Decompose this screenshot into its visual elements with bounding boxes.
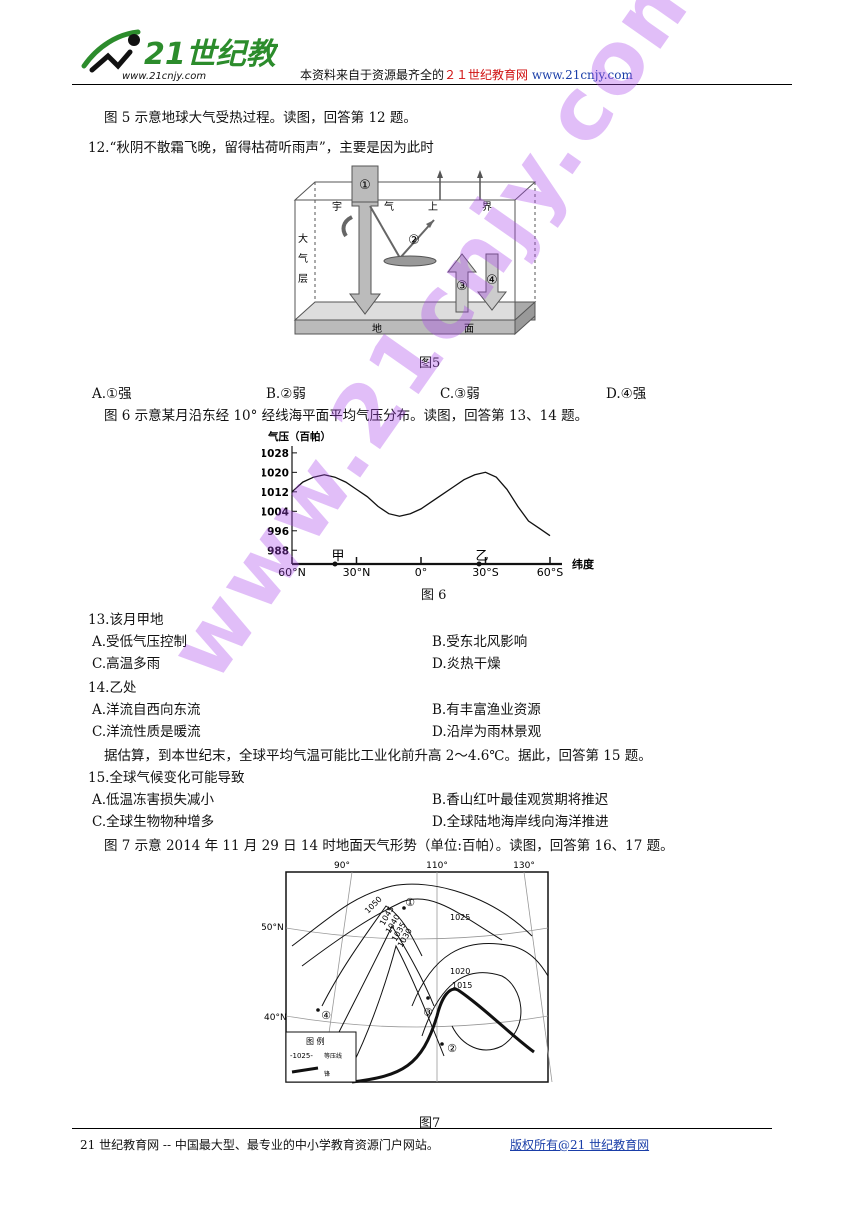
map-legend (285, 1031, 357, 1083)
q13-14-intro: 图 6 示意某月沿东经 10° 经线海平面平均气压分布。读图，回答第 13、14… (104, 408, 589, 424)
q12-option-d[interactable]: D.④强 (606, 386, 647, 402)
q13-option-b[interactable]: B.受东北风影响 (432, 634, 528, 650)
y-tick-label-996: 996 (267, 526, 289, 538)
header-source-prefix: 本资料来自于资源最齐全的 (300, 68, 445, 82)
q12-intro: 图 5 示意地球大气受热过程。读图，回答第 12 题。 (104, 110, 417, 126)
map-marker-4: ④ (321, 1009, 331, 1022)
q15-stem: 15.全球气候变化可能导致 (88, 770, 245, 786)
x-tick-label-4: 60°S (537, 566, 563, 579)
q13-stem: 13.该月甲地 (88, 612, 164, 628)
side-label-3: 层 (298, 273, 308, 285)
y-tick-label-1012: 1012 (262, 487, 289, 499)
chart-ylabel: 气压（百帕） (267, 430, 331, 443)
footer-divider (72, 1128, 772, 1129)
legend-isobar: -1025- (290, 1052, 313, 1060)
chart-xlabel: 纬度 (572, 557, 595, 571)
footer-text: 21 世纪教育网 -- 中国最大型、最专业的中小学教育资源门户网站。 (80, 1138, 439, 1152)
q14-option-c[interactable]: C.洋流性质是暖流 (92, 724, 201, 740)
figure-6-caption: 图 6 (421, 588, 447, 603)
lon-label-90: 90° (334, 861, 350, 871)
legend-isobar-label: 等压线 (324, 1052, 342, 1060)
y-tick-label-1020: 1020 (262, 467, 289, 479)
top-char-4: 界 (482, 201, 492, 213)
y-tick-label-1004: 1004 (262, 506, 289, 518)
map-marker-1: ① (405, 896, 415, 909)
y-tick-label-1028: 1028 (262, 448, 289, 460)
q12-option-a[interactable]: A.①强 (92, 386, 132, 402)
isobar-1025: 1025 (450, 913, 470, 922)
marker-1: ① (359, 178, 371, 193)
q14-option-d[interactable]: D.沿岸为雨林景观 (432, 724, 542, 740)
header-source-url[interactable]: www.21cnjy.com (531, 68, 633, 82)
map-marker-3: ③ (423, 1006, 433, 1019)
header-divider (72, 84, 792, 85)
x-tick-label-1: 30°N (343, 566, 371, 579)
q16-17-intro: 图 7 示意 2014 年 11 月 29 日 14 时地面天气形势（单位:百帕… (104, 838, 674, 854)
x-tick-label-2: 0° (415, 566, 428, 579)
logo-text: 21世纪教育 (144, 37, 278, 72)
logo-url: www.21cnjy.com (122, 71, 206, 82)
legend-front-label: 锋 (324, 1070, 330, 1078)
header-source-name[interactable]: ２１世纪教育网 (444, 68, 529, 82)
q12-option-b[interactable]: B.②弱 (266, 386, 306, 402)
lon-label-110: 110° (426, 861, 448, 871)
q14-option-a[interactable]: A.洋流自西向东流 (92, 702, 201, 718)
x-tick-label-3: 30°S (472, 566, 498, 579)
figure-6-pressure-chart: 气压（百帕） 纬度 988 996 1004 1012 1020 1028 60°N 30°… (260, 426, 612, 582)
map-marker-2: ② (447, 1042, 457, 1055)
q13-option-c[interactable]: C.高温多雨 (92, 656, 161, 672)
top-char-3: 上 (428, 201, 438, 213)
marker-4: ④ (486, 273, 498, 288)
ground-char-2: 面 (464, 324, 474, 335)
isobar-1020: 1020 (450, 967, 470, 976)
side-label-2: 气 (298, 252, 308, 265)
figure-7-weather-map: 90° 110° 130° 50°N 40°N 1050 1045 1040 1… (261, 856, 562, 1088)
lat-label-40: 40°N (264, 1013, 287, 1023)
q12-stem: 12.“秋阴不散霜飞晚，留得枯荷听雨声”，主要是因为此时 (88, 140, 434, 156)
top-char-1: 宇 (332, 200, 342, 213)
q14-stem: 14.乙处 (88, 680, 137, 696)
header-source: 本资料来自于资源最齐全的２１世纪教育网 www.21cnjy.com (300, 66, 633, 83)
lon-label-130: 130° (513, 861, 535, 871)
isobar-1015: 1015 (452, 981, 472, 990)
side-label-1: 大 (298, 232, 308, 245)
q15-option-b[interactable]: B.香山红叶最佳观赏期将推迟 (432, 792, 609, 808)
y-tick-label-988: 988 (267, 545, 289, 557)
top-char-2: 气 (384, 200, 394, 213)
point-label-甲: 甲 (331, 549, 344, 564)
footer-copyright-link[interactable]: 版权所有@21 世纪教育网 (510, 1138, 650, 1152)
q15-option-d[interactable]: D.全球陆地海岸线向海洋推进 (432, 814, 609, 830)
point-label-乙: 乙 (476, 549, 489, 564)
figure-5-atmosphere: 地 面 大 气 层 宇 气 上 界 ① ② ③ ④ (290, 162, 540, 340)
figure-7-caption: 图7 (419, 1116, 441, 1131)
marker-2: ② (408, 233, 420, 248)
q15-option-a[interactable]: A.低温冻害损失减小 (92, 792, 215, 808)
q13-option-a[interactable]: A.受低气压控制 (92, 634, 188, 650)
legend-title: 图 例 (306, 1036, 325, 1046)
x-tick-label-0: 60°N (278, 566, 306, 579)
point-乙 (476, 561, 482, 567)
ground-char-1: 地 (372, 322, 382, 335)
q15-option-c[interactable]: C.全球生物物种增多 (92, 814, 215, 830)
q12-option-c[interactable]: C.③弱 (440, 386, 480, 402)
lat-label-50: 50°N (262, 923, 284, 933)
site-logo: 21世纪教育 www.21cnjy.com (78, 26, 311, 82)
q14-option-b[interactable]: B.有丰富渔业资源 (432, 702, 541, 718)
q15-intro: 据估算，到本世纪末，全球平均气温可能比工业化前升高 2～4.6℃。据此，回答第 … (104, 748, 652, 764)
q13-option-d[interactable]: D.炎热干燥 (432, 656, 501, 672)
figure-5-caption: 图5 (419, 356, 441, 371)
point-甲 (332, 561, 338, 567)
marker-3: ③ (456, 279, 468, 294)
chart-series-line (291, 471, 551, 537)
